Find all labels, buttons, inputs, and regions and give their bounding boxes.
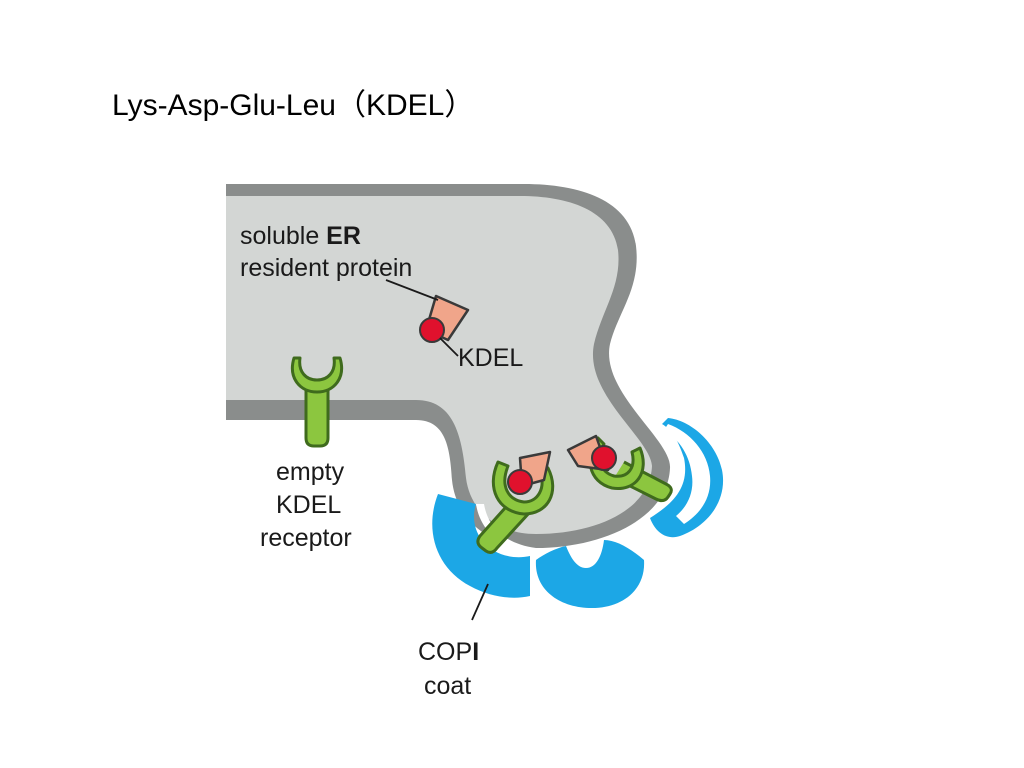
kdel-signal <box>419 317 445 343</box>
empty-receptor-stem <box>304 380 330 448</box>
receptor-label-line2: KDEL <box>276 491 341 519</box>
copi-coat-piece-right <box>650 418 724 538</box>
receptor-label-line1: empty <box>276 458 345 486</box>
kdel-leader-line <box>439 337 459 357</box>
soluble-er-resident-protein <box>419 294 470 343</box>
protein-leader-line <box>385 279 439 301</box>
coat-label-line1-b: I <box>472 638 479 666</box>
protein-label-line1-a: soluble <box>240 222 326 250</box>
receptor-label-line3: receptor <box>260 524 352 552</box>
coat-label-line1: COPI <box>418 638 479 666</box>
bound-kdel-signal-right <box>591 445 617 471</box>
coat-label-line2: coat <box>424 672 471 700</box>
copi-leader-line <box>471 583 489 621</box>
bound-receptor-left-head <box>491 460 555 516</box>
protein-label-line1-b: ER <box>326 222 361 250</box>
copi-coat-piece-right-inner <box>664 424 711 524</box>
kdel-label: KDEL <box>458 344 523 372</box>
empty-receptor-head <box>291 356 343 394</box>
copi-coat-piece-bottom <box>535 540 645 608</box>
bound-kdel-signal-left <box>507 469 533 495</box>
coat-label-line1-a: COP <box>418 638 472 666</box>
bound-kdel-receptor-right <box>566 434 673 503</box>
er-lumen <box>226 196 652 534</box>
protein-label-line2: resident protein <box>240 254 412 282</box>
slide-title: Lys-Asp-Glu-Leu（KDEL） <box>112 89 475 122</box>
bound-kdel-receptor-left <box>476 450 555 554</box>
empty-kdel-receptor <box>291 356 343 448</box>
protein-label-line1: soluble ER <box>240 222 361 250</box>
